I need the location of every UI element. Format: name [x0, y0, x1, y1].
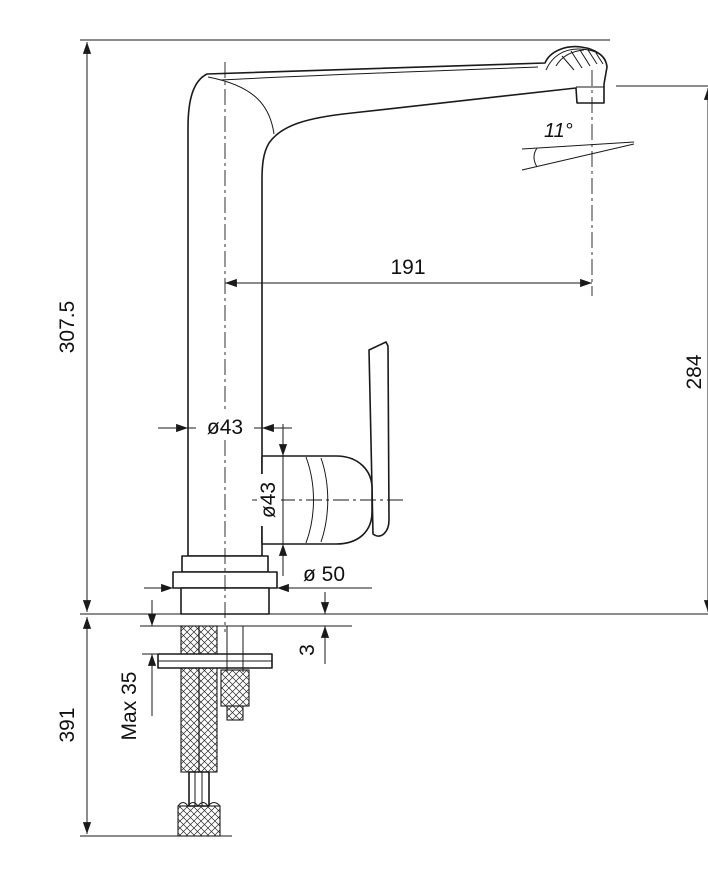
- centerlines: [224, 62, 593, 632]
- angle-line-lower: [521, 143, 635, 171]
- dim-cartridge-diameter: ø43: [257, 424, 288, 576]
- dim-label-overall-height: 307.5: [56, 301, 79, 354]
- below-deck-parts: [157, 625, 273, 837]
- angle-callout: 11°: [521, 120, 635, 171]
- technical-drawing-sheet: 307.5 391 284 191 11° ø43 ø43 ø 5: [40, 16, 708, 859]
- dim-label-deck-thickness: 3: [296, 644, 319, 656]
- angle-label: 11°: [544, 120, 573, 142]
- dim-label-under-counter: 391: [56, 707, 79, 742]
- spout-inner-line: [219, 66, 539, 81]
- angle-arc: [533, 147, 538, 168]
- label-mask: [196, 412, 254, 436]
- dim-label-max-counter: Max 35: [118, 672, 141, 741]
- dim-label-spout-reach: 191: [390, 256, 425, 279]
- counter-deck: [80, 613, 708, 627]
- dim-base-diameter: ø 50: [144, 563, 372, 593]
- dim-label-spout-height: 284: [683, 354, 706, 389]
- dim-under-counter: 391: [56, 617, 232, 837]
- dim-deck-thickness: 3: [296, 592, 330, 664]
- faucet-drawing-canvas: 307.5 391 284 191 11° ø43 ø43 ø 5: [56, 39, 708, 837]
- mounting-nut: [220, 669, 250, 707]
- angle-line-upper: [521, 141, 635, 150]
- lever-handle: [368, 341, 390, 537]
- flex-hose-right: [198, 625, 218, 773]
- hose-tail: [188, 771, 210, 807]
- flex-hose-left: [180, 625, 200, 773]
- label-mask: [257, 474, 281, 526]
- stud-tip: [226, 705, 244, 721]
- spout-crown-detail: [545, 48, 607, 71]
- dim-overall-height: 307.5: [56, 39, 610, 612]
- body-and-spout: [187, 45, 608, 557]
- dim-label-body-diameter: ø43: [207, 416, 243, 439]
- hose-connector-nut: [177, 805, 221, 837]
- dim-label-cartridge-diameter: ø43: [257, 482, 280, 518]
- dim-max-counter: Max 35: [118, 600, 160, 740]
- faucet-outline: [172, 45, 608, 615]
- dim-body-diameter: ø43: [158, 412, 292, 439]
- connector-knurl: [177, 802, 221, 807]
- dim-label-base-diameter: ø 50: [303, 563, 345, 586]
- dim-spout-height: 284: [616, 85, 708, 612]
- dim-spout-reach: 191: [225, 256, 592, 288]
